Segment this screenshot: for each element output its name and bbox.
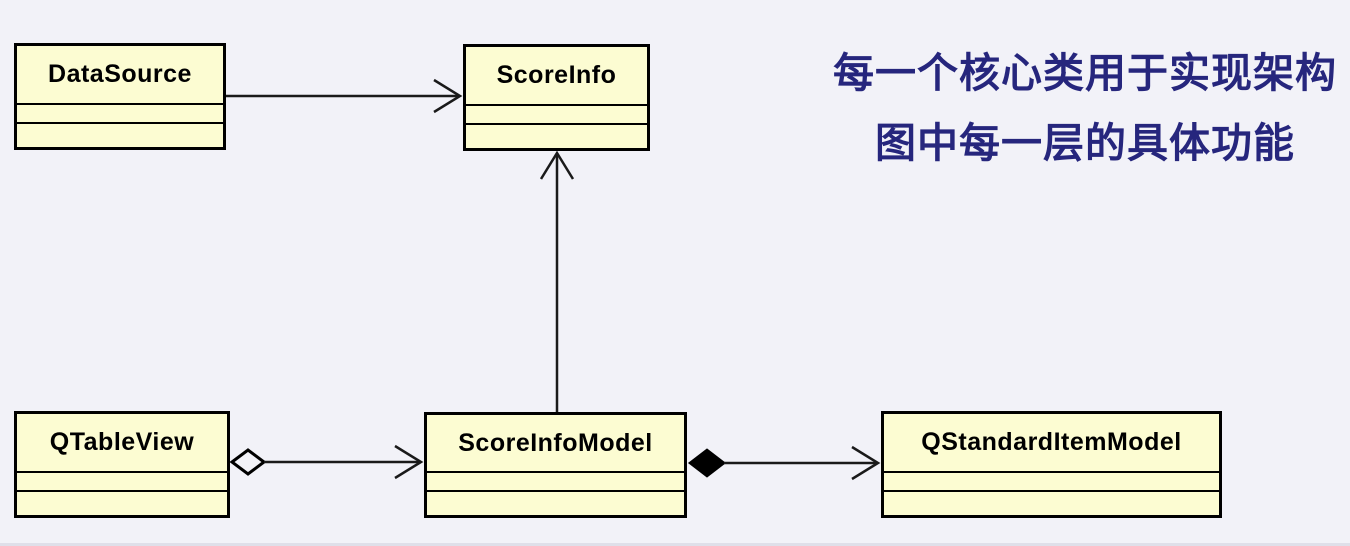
operations-compartment [466, 123, 647, 148]
class-name-label: QTableView [49, 428, 195, 456]
class-box-datasource: DataSource [14, 43, 226, 150]
aggregation-qtableview-to-scoreinfomodel [229, 444, 424, 480]
filled-diamond-icon [687, 448, 727, 478]
attributes-compartment [884, 471, 1219, 490]
operations-compartment [427, 490, 684, 515]
association-scoreinfomodel-to-scoreinfo [539, 150, 575, 412]
composition-scoreinfomodel-to-qstandarditemmodel [687, 445, 881, 481]
open-arrowhead-icon [433, 78, 463, 114]
class-box-scoreinfo: ScoreInfo [463, 44, 650, 151]
operations-compartment [884, 490, 1219, 515]
association-datasource-to-scoreinfo [226, 78, 463, 114]
operations-compartment [17, 122, 223, 147]
attributes-compartment [466, 104, 647, 123]
annotation-line-2: 图中每一层的具体功能 [875, 120, 1295, 166]
attributes-compartment [17, 471, 227, 490]
operations-compartment [17, 490, 227, 515]
class-box-scoreinfomodel: ScoreInfoModel [424, 412, 687, 518]
hollow-diamond-icon [229, 448, 267, 476]
attributes-compartment [17, 103, 223, 122]
annotation-text: 每一个核心类用于实现架构 图中每一层的具体功能 [818, 38, 1350, 178]
class-name-label: QStandardItemModel [921, 428, 1182, 456]
annotation-line-1: 每一个核心类用于实现架构 [833, 50, 1337, 96]
class-name-label: DataSource [48, 60, 192, 88]
class-name-label: ScoreInfoModel [458, 428, 653, 457]
class-box-qstandarditemmodel: QStandardItemModel [881, 411, 1222, 518]
attributes-compartment [427, 471, 684, 490]
class-box-qtableview: QTableView [14, 411, 230, 518]
open-arrowhead-icon [539, 150, 575, 180]
class-name-label: ScoreInfo [496, 61, 617, 89]
open-arrowhead-icon [851, 445, 881, 481]
open-arrowhead-icon [394, 444, 424, 480]
